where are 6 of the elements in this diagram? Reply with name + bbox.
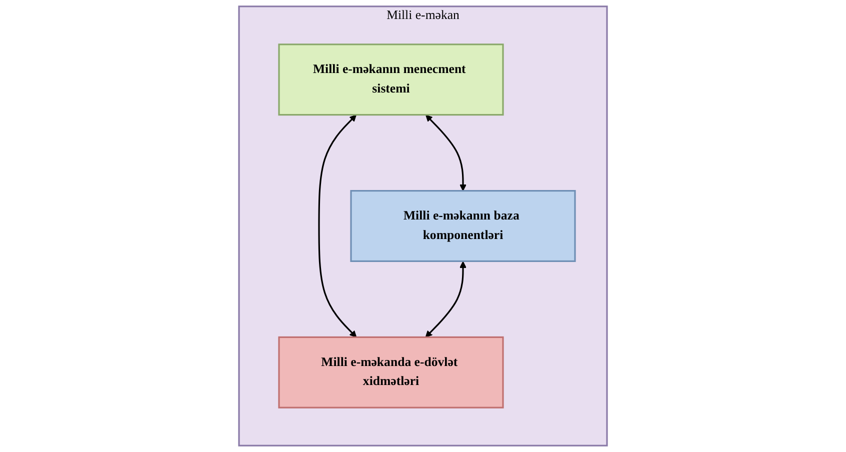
node-box: Milli e-məkanın baza komponentləri [350, 190, 576, 262]
arrow [318, 114, 357, 338]
arrow [425, 261, 467, 338]
node-box: Milli e-məkanda e-dövlət xidmətləri [278, 336, 504, 408]
arrow [426, 114, 467, 192]
node-box: Milli e-məkanın menecment sistemi [278, 44, 504, 116]
